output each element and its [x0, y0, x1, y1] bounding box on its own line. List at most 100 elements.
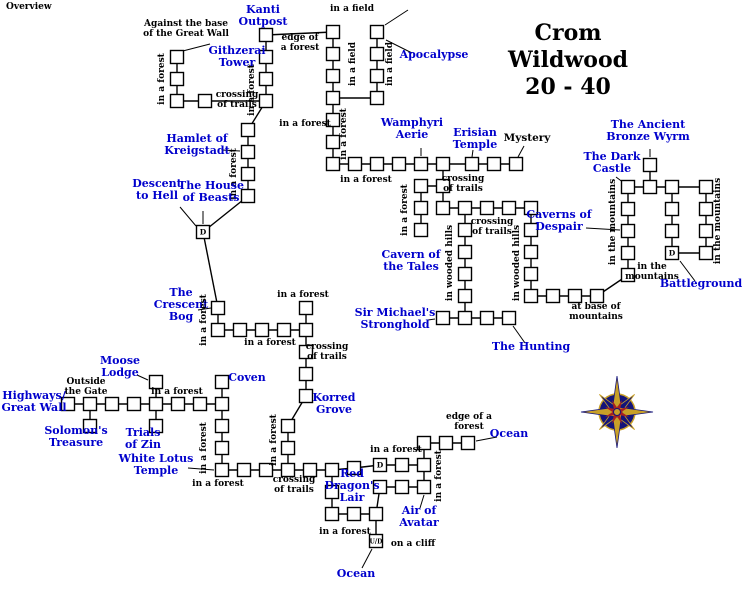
room: [589, 288, 605, 304]
room: [104, 396, 120, 412]
room: [325, 68, 341, 84]
room: [82, 418, 98, 434]
room: [369, 46, 385, 62]
room: [567, 288, 583, 304]
room: [214, 440, 230, 456]
room: [240, 188, 256, 204]
label-pointer-line: [187, 467, 215, 471]
terrain-label: in a forest: [319, 527, 371, 537]
passage-line: [265, 31, 334, 36]
room: [620, 267, 636, 283]
room: [620, 223, 636, 239]
room: [545, 288, 561, 304]
terrain-label: in a forest: [340, 175, 392, 185]
room: [372, 479, 388, 495]
room: [346, 506, 362, 522]
room: [457, 222, 473, 238]
room: [438, 435, 454, 451]
room: [298, 322, 314, 338]
terrain-label: in a forest: [199, 293, 209, 345]
terrain-label: Mystery: [504, 132, 552, 144]
label-pointer-line: [221, 149, 241, 152]
room: [240, 166, 256, 182]
terrain-label: in a field: [330, 4, 375, 14]
room: [508, 156, 524, 172]
label-pointer-line: [179, 206, 197, 227]
room: [464, 156, 480, 172]
terrain-label: in a forest: [339, 107, 349, 159]
label-pointer-line: [471, 149, 474, 158]
room: [298, 366, 314, 382]
label-pointer-line: [475, 436, 498, 442]
label-pointer-line: [384, 9, 409, 26]
room: [169, 49, 185, 65]
room: [325, 24, 341, 40]
room: [457, 244, 473, 260]
room: [369, 156, 385, 172]
room: [391, 156, 407, 172]
room: [258, 462, 274, 478]
room: [236, 462, 252, 478]
location-label: The Hunting: [492, 340, 571, 353]
room: [664, 223, 680, 239]
room: [642, 157, 658, 173]
room: [698, 179, 714, 195]
room: [368, 533, 384, 549]
room: [501, 310, 517, 326]
room: [258, 49, 274, 65]
terrain-label: in a forest: [277, 290, 329, 300]
label-pointer-line: [419, 494, 425, 509]
room: [170, 396, 186, 412]
room: [664, 179, 680, 195]
terrain-label: in the mountains: [608, 179, 618, 265]
terrain-label: in a field: [385, 41, 395, 86]
terrain-label: in a forest: [229, 147, 239, 199]
room: [298, 300, 314, 316]
room: [214, 462, 230, 478]
room: [523, 288, 539, 304]
room: [325, 134, 341, 150]
room: [435, 156, 451, 172]
room: [325, 90, 341, 106]
compass-rose-icon: [580, 375, 654, 449]
label-pointer-line: [517, 145, 525, 158]
room: [214, 396, 230, 412]
label-pointer-line: [136, 374, 149, 381]
room: [642, 179, 658, 195]
room: [435, 200, 451, 216]
terrain-label: in wooded hills: [445, 225, 455, 301]
label-pointer-line: [385, 39, 413, 54]
room: [254, 322, 270, 338]
room: [240, 122, 256, 138]
room: [479, 310, 495, 326]
room: [324, 462, 340, 478]
room: [523, 266, 539, 282]
room: [148, 374, 164, 390]
room: [258, 71, 274, 87]
room: [435, 310, 451, 326]
room: [620, 245, 636, 261]
room: [232, 322, 248, 338]
room: [82, 396, 98, 412]
room-letter: D: [200, 228, 207, 237]
terrain-label: in wooded hills: [512, 225, 522, 301]
room: [698, 245, 714, 261]
room: [416, 479, 432, 495]
room: [325, 156, 341, 172]
room: [413, 200, 429, 216]
label-pointer-line: [679, 260, 696, 282]
